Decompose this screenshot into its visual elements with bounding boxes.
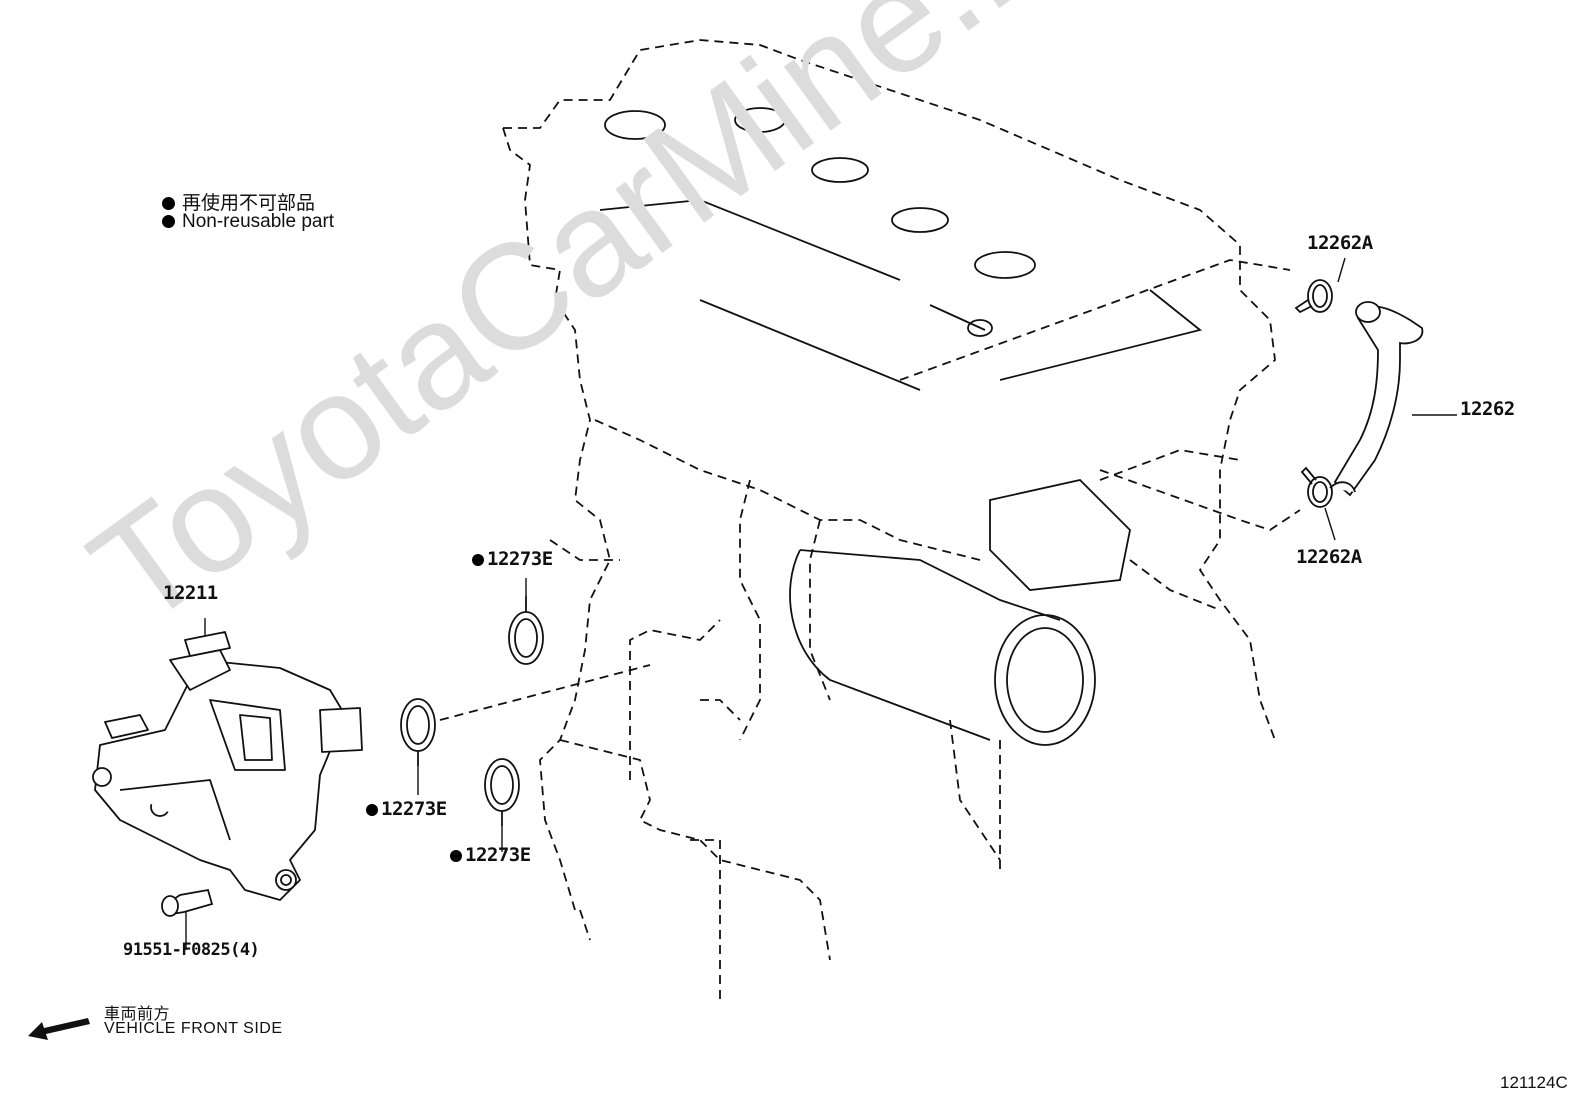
filled-circle-icon (162, 215, 175, 228)
engine-left-outline (502, 127, 611, 911)
gasket-mid (400, 698, 436, 766)
label-12273e-mid-text: 12273E (381, 798, 447, 820)
label-12211: 12211 (163, 582, 218, 604)
gasket-top (508, 596, 544, 665)
gasket-guide-line (439, 664, 651, 721)
hose-guide-upper (899, 259, 1291, 381)
filled-circle-icon (450, 850, 462, 862)
legend-jp-text: 再使用不可部品 (182, 193, 316, 214)
label-12273e-top-text: 12273E (487, 548, 553, 570)
label-12273e-low-text: 12273E (465, 844, 531, 866)
direction-jp: 車両前方 (104, 1006, 171, 1023)
bolt-91551 (161, 888, 214, 917)
label-12262: 12262 (1460, 398, 1515, 420)
gasket-low (484, 758, 520, 826)
label-12273e-top: 12273E (472, 548, 553, 570)
throttle-body-rim (994, 614, 1096, 746)
actuator-12211 (92, 631, 363, 901)
label-12262a-top: 12262A (1307, 232, 1373, 254)
filled-circle-icon (366, 804, 378, 816)
legend-line-jp: 再使用不可部品 (162, 188, 315, 215)
hose-guide-lower (1099, 469, 1301, 531)
label-bolt: 91551-F0825(4) (123, 940, 260, 960)
engine-head-outline (503, 39, 1276, 741)
direction-en: VEHICLE FRONT SIDE (104, 1020, 283, 1037)
figure-id: 121124C (1500, 1073, 1568, 1092)
label-12273e-mid: 12273E (366, 798, 447, 820)
hose-clip-bottom (1300, 466, 1333, 508)
filled-circle-icon (162, 197, 175, 210)
filled-circle-icon (472, 554, 484, 566)
legend-en-text: Non-reusable part (182, 211, 335, 232)
hose-clip-top (1294, 279, 1333, 314)
arrow-left-icon (28, 1018, 90, 1040)
ventilation-hose-12262 (1329, 301, 1424, 497)
label-12262a-bottom: 12262A (1296, 546, 1362, 568)
label-12273e-low: 12273E (450, 844, 531, 866)
engine-block-front (559, 739, 831, 961)
legend-line-en: Non-reusable part (162, 211, 334, 233)
